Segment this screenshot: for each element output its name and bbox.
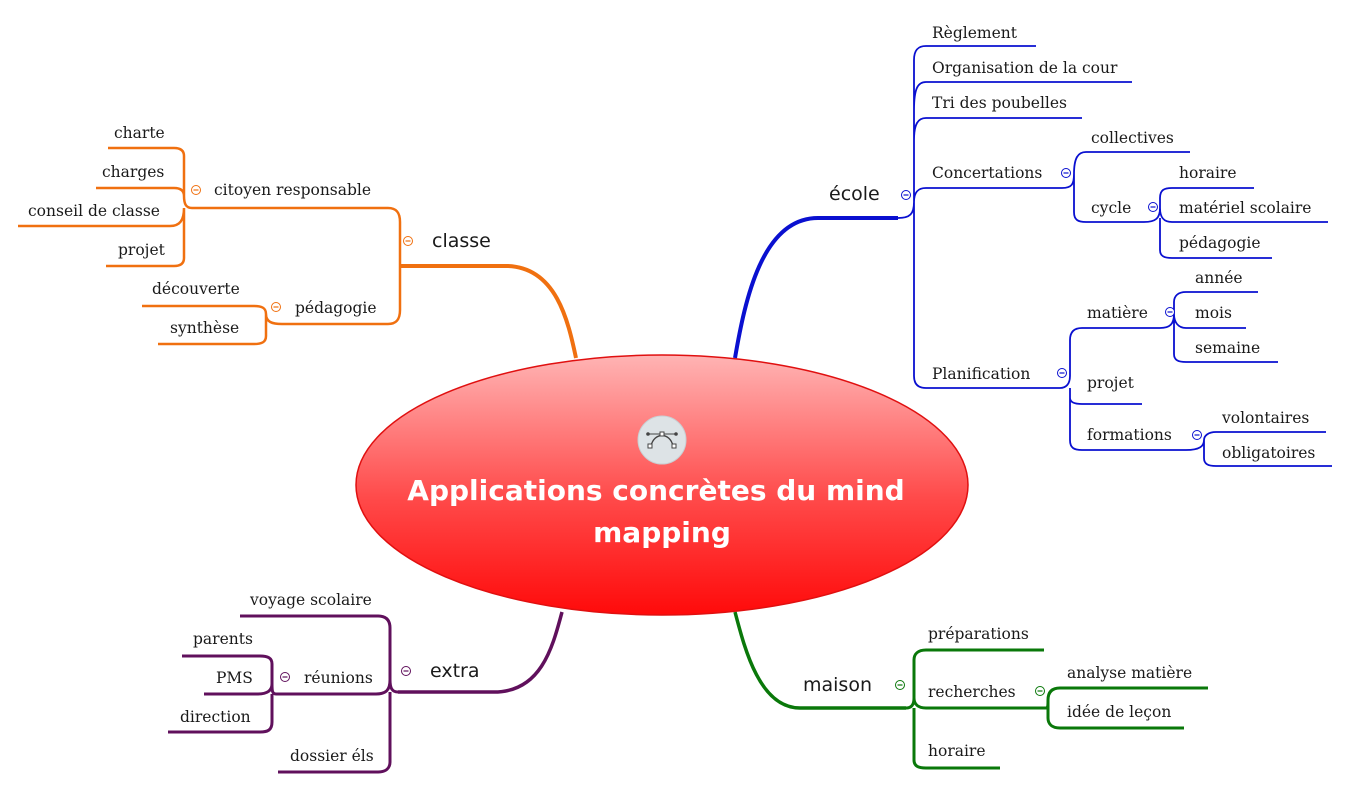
planification-children-connector <box>1059 327 1186 451</box>
maison-main-connector <box>733 611 906 710</box>
classe-labels: classe citoyen responsable charte charge… <box>28 124 491 337</box>
node-tri-poubelles[interactable]: Tri des poubelles <box>932 94 1067 112</box>
node-preparations[interactable]: préparations <box>928 625 1029 643</box>
classe-main-connector <box>400 264 578 359</box>
branch-maison <box>733 611 1208 770</box>
collapse-toggle-icon[interactable] <box>1057 368 1067 378</box>
collapse-toggle-icon[interactable] <box>401 666 411 676</box>
collapse-toggle-icon[interactable] <box>280 672 290 682</box>
branch-label-maison[interactable]: maison <box>803 674 872 696</box>
extra-labels: extra voyage scolaire réunions parents P… <box>180 591 480 765</box>
leaf-charges[interactable]: charges <box>102 163 164 181</box>
leaf-horaire[interactable]: horaire <box>1179 164 1237 182</box>
node-reglement[interactable]: Règlement <box>932 24 1018 42</box>
leaf-synthese[interactable]: synthèse <box>170 319 239 337</box>
central-topic[interactable]: Applications concrètes du mind mapping <box>355 354 969 616</box>
node-matiere[interactable]: matière <box>1087 304 1148 322</box>
collapse-toggle-icon[interactable] <box>403 236 413 246</box>
leaf-mois[interactable]: mois <box>1195 304 1232 322</box>
branch-extra <box>168 611 564 774</box>
leaf-semaine[interactable]: semaine <box>1195 339 1260 357</box>
leaf-pms[interactable]: PMS <box>216 669 253 687</box>
leaf-analyse-matiere[interactable]: analyse matière <box>1067 664 1192 682</box>
extra-sub-connector <box>240 614 399 774</box>
maison-labels: maison préparations recherches analyse m… <box>803 625 1192 760</box>
ecole-main-connector <box>733 216 898 359</box>
collapse-toggle-icon[interactable] <box>1061 168 1071 178</box>
cycle-children-connector <box>1143 187 1328 259</box>
leaf-conseil-de-classe[interactable]: conseil de classe <box>28 202 160 220</box>
matiere-children-connector <box>1159 291 1278 363</box>
branch-label-classe[interactable]: classe <box>432 230 491 252</box>
leaf-obligatoires[interactable]: obligatoires <box>1222 444 1315 462</box>
ecole-labels: école Règlement Organisation de la cour … <box>829 24 1315 462</box>
citoyen-children-connector <box>18 146 193 268</box>
leaf-projet[interactable]: projet <box>118 241 166 259</box>
collapse-toggle-icon[interactable] <box>1035 686 1045 696</box>
pedagogie-children-connector <box>142 304 283 346</box>
collapse-toggle-icon[interactable] <box>895 680 905 690</box>
collapse-toggle-icon[interactable] <box>191 185 201 195</box>
node-planification[interactable]: Planification <box>932 365 1030 383</box>
node-formations[interactable]: formations <box>1087 426 1172 444</box>
branch-label-extra[interactable]: extra <box>430 660 480 682</box>
leaf-charte[interactable]: charte <box>114 124 165 142</box>
collapse-toggle-icon[interactable] <box>271 302 281 312</box>
central-title-line-2: mapping <box>593 516 731 549</box>
leaf-volontaires[interactable]: volontaires <box>1221 409 1309 427</box>
concertations-children-connector <box>1061 151 1190 223</box>
collapse-toggle-icon[interactable] <box>1192 430 1202 440</box>
node-voyage-scolaire[interactable]: voyage scolaire <box>249 591 372 609</box>
branch-classe <box>18 146 578 359</box>
leaf-direction[interactable]: direction <box>180 708 251 726</box>
node-collectives[interactable]: collectives <box>1091 129 1174 147</box>
node-pedagogie[interactable]: pédagogie <box>295 299 377 317</box>
reunions-children-connector <box>168 654 277 734</box>
extra-main-connector <box>398 611 564 694</box>
leaf-annee[interactable]: année <box>1195 269 1243 287</box>
collapse-toggle-icon[interactable] <box>901 190 911 200</box>
leaf-pedagogie[interactable]: pédagogie <box>1179 234 1261 252</box>
node-cycle[interactable]: cycle <box>1091 199 1131 217</box>
node-dossier-els[interactable]: dossier éls <box>290 747 374 765</box>
node-recherches[interactable]: recherches <box>928 683 1016 701</box>
maison-sub-connector <box>905 648 1046 770</box>
node-concertations[interactable]: Concertations <box>932 164 1042 182</box>
ecole-sub-connector <box>897 45 1132 389</box>
node-horaire[interactable]: horaire <box>928 742 986 760</box>
node-organisation-cour[interactable]: Organisation de la cour <box>932 59 1118 77</box>
collapse-toggle-icon[interactable] <box>1148 202 1158 212</box>
leaf-decouverte[interactable]: découverte <box>152 280 240 298</box>
node-reunions[interactable]: réunions <box>304 669 373 687</box>
node-citoyen-responsable[interactable]: citoyen responsable <box>214 181 371 199</box>
node-projet[interactable]: projet <box>1087 374 1135 392</box>
collapse-toggle-icon[interactable] <box>1165 307 1175 317</box>
leaf-materiel-scolaire[interactable]: matériel scolaire <box>1179 199 1311 217</box>
leaf-parents[interactable]: parents <box>193 630 253 648</box>
branch-label-ecole[interactable]: école <box>829 183 880 205</box>
bezier-curve-icon <box>637 415 687 465</box>
classe-sub-connector <box>192 206 402 326</box>
central-topic-bubble <box>355 354 969 616</box>
branch-ecole <box>733 45 1332 467</box>
leaf-idee-de-lecon[interactable]: idée de leçon <box>1067 703 1171 721</box>
central-title-line-1: Applications concrètes du mind <box>407 474 904 507</box>
recherches-children-connector <box>1045 686 1208 730</box>
formations-children-connector <box>1185 431 1332 467</box>
